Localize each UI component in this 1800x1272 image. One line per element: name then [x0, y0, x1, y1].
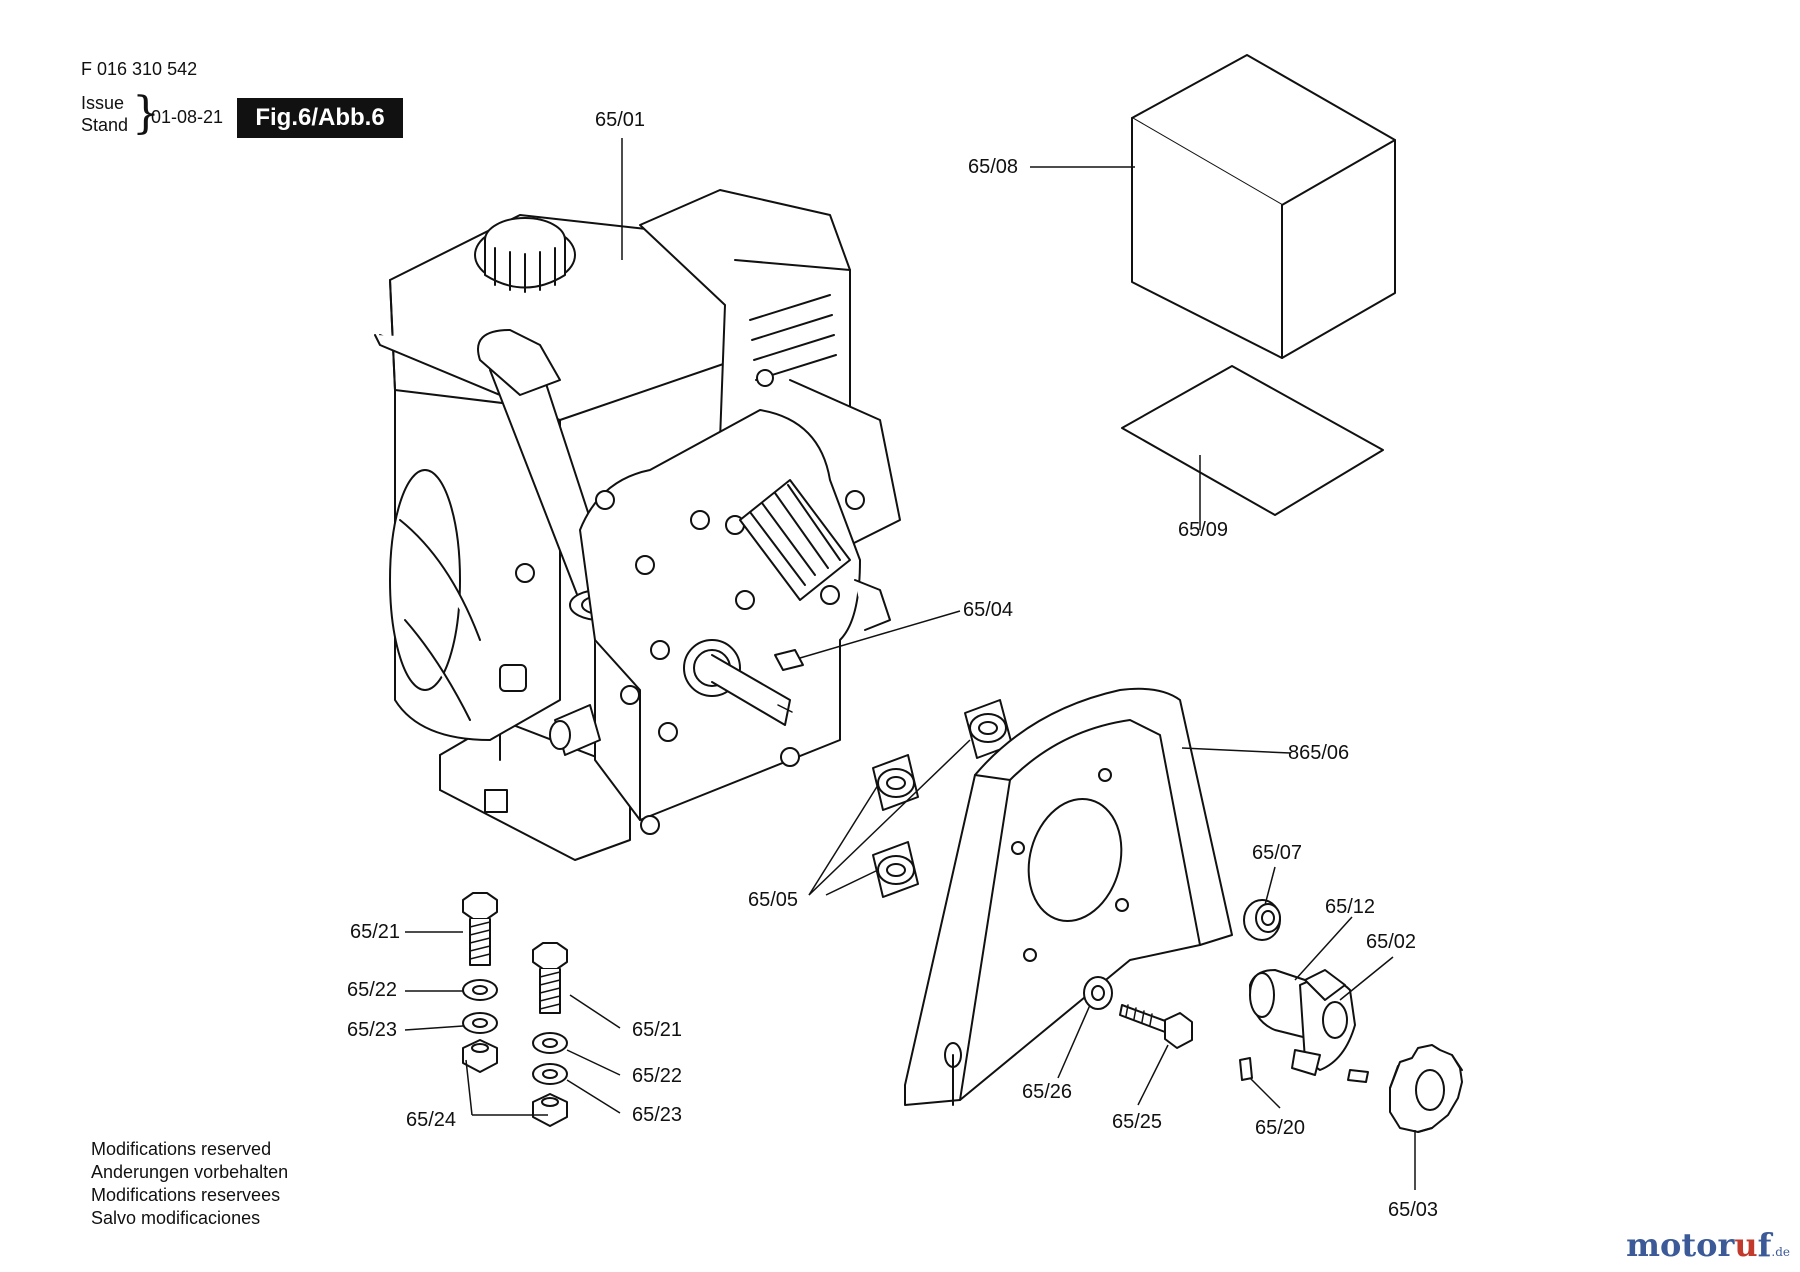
label-65-20: 65/20	[1255, 1117, 1306, 1139]
note-french: Modifications reservees	[91, 1185, 281, 1205]
label-65-23-left: 65/23	[347, 1019, 398, 1041]
label-65-12: 65/12	[1325, 896, 1376, 918]
label-65-24: 65/24	[406, 1109, 457, 1131]
carton-box	[1131, 54, 1396, 359]
modification-notes: Modifications reserved Anderungen vorbeh…	[91, 1138, 288, 1230]
label-65-22-left: 65/22	[347, 979, 398, 1001]
instruction-sheet	[1121, 365, 1384, 516]
set-screws	[1239, 1057, 1369, 1083]
key-part	[774, 649, 804, 671]
note-spanish: Salvo modificaciones	[91, 1208, 261, 1228]
mounting-bracket	[904, 687, 1233, 1106]
bushing	[1243, 899, 1281, 941]
figure-badge: Fig.6/Abb.6	[237, 98, 403, 138]
label-65-25: 65/25	[1112, 1111, 1163, 1133]
label-65-08: 65/08	[968, 156, 1019, 178]
label-65-26: 65/26	[1022, 1081, 1073, 1103]
label-65-23-right: 65/23	[632, 1104, 683, 1126]
stand-label: Stand	[81, 115, 129, 135]
leader-lines	[404, 138, 1416, 1190]
bolt-stack-right	[532, 942, 568, 1127]
brand-logo: motoruf.de	[1626, 1226, 1790, 1264]
drive-hub	[1249, 969, 1356, 1076]
label-65-02: 65/02	[1366, 931, 1417, 953]
bolt-stack-left	[462, 892, 498, 1073]
washer-and-screw	[1083, 976, 1193, 1049]
label-65-01: 65/01	[595, 109, 646, 131]
spacer-tubes	[872, 699, 1013, 898]
part-number: F 016 310 542	[81, 59, 198, 79]
brace-symbol: }	[132, 88, 160, 139]
issue-date: 01-08-21	[151, 107, 224, 127]
label-65-03: 65/03	[1388, 1199, 1439, 1221]
label-65-21-left: 65/21	[350, 921, 401, 943]
issue-label: Issue	[81, 93, 125, 113]
label-65-22-right: 65/22	[632, 1065, 683, 1087]
label-65-04: 65/04	[963, 599, 1014, 621]
label-65-05: 65/05	[748, 889, 799, 911]
engine-assembly	[374, 189, 901, 861]
label-65-07: 65/07	[1252, 842, 1303, 864]
label-865-06: 865/06	[1288, 742, 1350, 764]
label-65-09: 65/09	[1178, 519, 1229, 541]
label-65-21-right: 65/21	[632, 1019, 683, 1041]
note-german: Anderungen vorbehalten	[91, 1162, 289, 1182]
cog-nut	[1389, 1044, 1463, 1133]
note-english: Modifications reserved	[91, 1139, 272, 1159]
